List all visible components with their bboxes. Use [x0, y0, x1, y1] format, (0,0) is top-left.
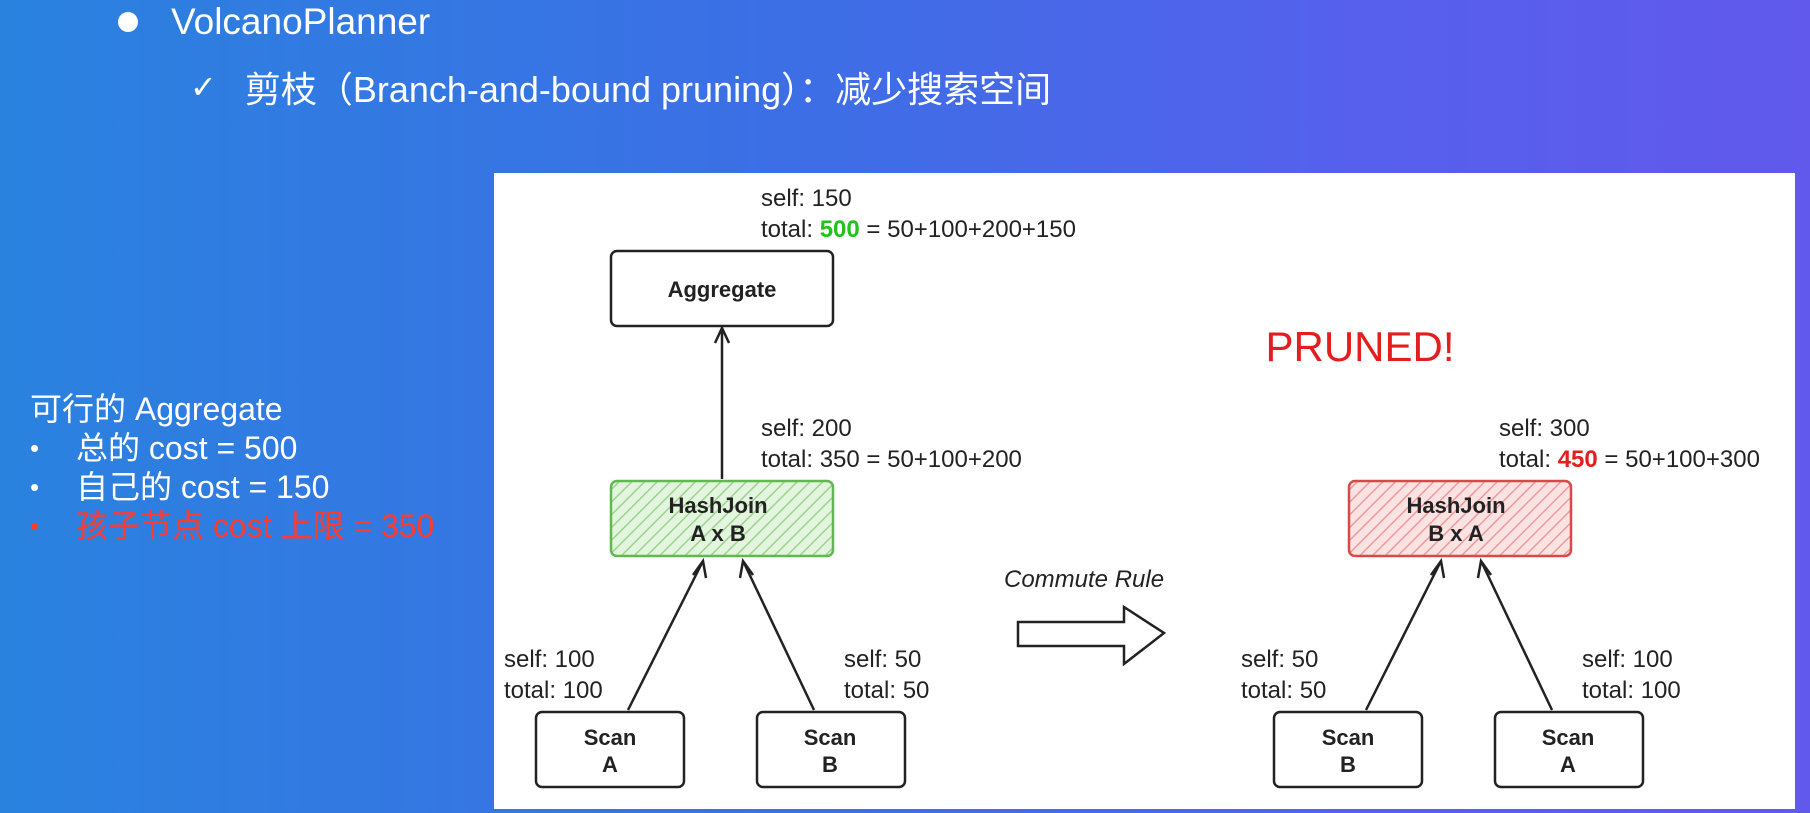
feasible-aggregate-notes: 可行的 Aggregate • 总的 cost = 500 • 自己的 cost… [30, 390, 434, 546]
right-hashjoin-sublabel: B x A [1428, 521, 1484, 546]
arrowhead-icon [713, 325, 731, 344]
aggregate-total-label: total: 500 = 50+100+200+150 [761, 216, 1076, 243]
right-join-total-suffix: = 50+100+300 [1598, 446, 1760, 473]
aggregate-total-value: 500 [820, 216, 860, 243]
edge-scan-b-to-join [742, 562, 816, 711]
notes-item-self-cost: • 自己的 cost = 150 [30, 468, 434, 507]
right-scan-b-node [1272, 710, 1424, 789]
left-scan-b-self-label: self: 50 [844, 646, 921, 673]
left-scan-b-sublabel: B [822, 752, 838, 777]
notes-heading: 可行的 Aggregate [30, 391, 283, 427]
checkmark-icon: ✓ [190, 69, 217, 105]
right-join-total-prefix: total: [1499, 446, 1558, 473]
notes-item-total-cost: • 总的 cost = 500 [30, 429, 434, 468]
right-hashjoin-label: HashJoin [1406, 493, 1505, 518]
pruned-label: PRUNED! [1265, 323, 1454, 370]
right-scan-a-sublabel: A [1560, 752, 1576, 777]
aggregate-self-label: self: 150 [761, 185, 852, 212]
arrowhead-icon [1476, 557, 1493, 579]
left-join-self-label: self: 200 [761, 415, 852, 442]
right-scan-a-self-label: self: 100 [1582, 646, 1673, 673]
right-scan-b-total-label: total: 50 [1241, 677, 1326, 704]
edge-scan-a-to-join [1480, 562, 1554, 711]
commute-rule-label: Commute Rule [1004, 566, 1164, 593]
right-scan-b-label: Scan [1322, 725, 1375, 750]
right-scan-b-self-label: self: 50 [1241, 646, 1318, 673]
right-scan-a-node [1493, 710, 1645, 789]
left-scan-b-node [755, 710, 907, 789]
left-scan-b-total-label: total: 50 [844, 677, 929, 704]
left-hashjoin-label: HashJoin [668, 493, 767, 518]
bullet-dot-icon [118, 12, 138, 32]
notes-item-child-limit: • 孩子节点 cost 上限 = 350 [30, 507, 434, 546]
bullet-icon: • [30, 472, 40, 502]
slide-title: VolcanoPlanner [118, 0, 430, 44]
left-scan-a-total-label: total: 100 [504, 677, 603, 704]
left-scan-b-label: Scan [804, 725, 857, 750]
left-join-total-label: total: 350 = 50+100+200 [761, 446, 1022, 473]
notes-item-text: 孩子节点 cost 上限 = 350 [76, 508, 435, 544]
arrowhead-icon [691, 557, 708, 579]
right-scan-a-total-label: total: 100 [1582, 677, 1681, 704]
right-hashjoin-node [1347, 479, 1573, 558]
transform-arrow-icon [1016, 604, 1167, 667]
edge-scan-b-to-join [1364, 562, 1442, 711]
pruning-diagram: self: 150 total: 500 = 50+100+200+150 Ag… [494, 173, 1795, 809]
right-join-total-label: total: 450 = 50+100+300 [1499, 446, 1760, 473]
right-join-total-value: 450 [1558, 446, 1598, 473]
aggregate-node-label: Aggregate [668, 277, 777, 302]
notes-item-text: 总的 cost = 500 [76, 430, 298, 466]
edge-scan-a-to-join [626, 562, 704, 711]
aggregate-total-prefix: total: [761, 216, 820, 243]
right-join-self-label: self: 300 [1499, 415, 1590, 442]
left-scan-a-self-label: self: 100 [504, 646, 595, 673]
bullet-icon: • [30, 433, 40, 463]
left-hashjoin-node [609, 479, 835, 558]
arrowhead-icon [1429, 557, 1446, 579]
arrowhead-icon [738, 557, 755, 579]
diagram-canvas: self: 150 total: 500 = 50+100+200+150 Ag… [504, 185, 1760, 789]
left-scan-a-label: Scan [584, 725, 637, 750]
aggregate-total-suffix: = 50+100+200+150 [860, 216, 1076, 243]
left-scan-a-node [534, 710, 686, 789]
notes-item-text: 自己的 cost = 150 [76, 469, 330, 505]
right-scan-b-sublabel: B [1340, 752, 1356, 777]
slide-subtitle: ✓ 剪枝（Branch-and-bound pruning）：减少搜索空间 [190, 64, 1051, 110]
right-scan-a-label: Scan [1542, 725, 1595, 750]
subtitle-text: 剪枝（Branch-and-bound pruning）：减少搜索空间 [244, 69, 1052, 110]
left-hashjoin-sublabel: A x B [690, 521, 745, 546]
title-text: VolcanoPlanner [171, 1, 431, 42]
bullet-icon: • [30, 511, 40, 541]
left-scan-a-sublabel: A [602, 752, 618, 777]
